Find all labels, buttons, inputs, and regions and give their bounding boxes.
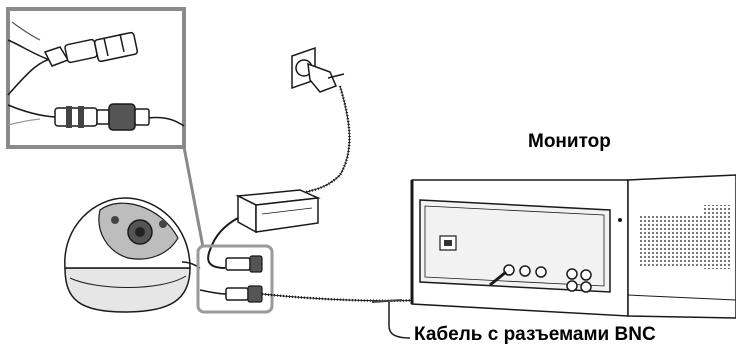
connector-detail-inset [6, 7, 186, 149]
dome-camera-icon [64, 197, 201, 313]
connector-highlight-box [196, 244, 274, 314]
camera-connectors-icon [199, 255, 263, 303]
crt-monitor-icon [410, 174, 736, 319]
bnc-connector-icon [54, 103, 150, 131]
monitor-label: Монитор [528, 131, 611, 152]
dc-cable [207, 217, 239, 269]
dc-power-plug-icon [43, 31, 139, 67]
power-adapter-icon [235, 189, 321, 234]
inset-pointer-line [182, 146, 205, 248]
bnc-cable-label: Кабель с разъемами BNC [414, 324, 656, 345]
power-cord [299, 85, 351, 196]
cable-callout-line [388, 302, 411, 339]
wall-socket-icon [291, 46, 345, 93]
